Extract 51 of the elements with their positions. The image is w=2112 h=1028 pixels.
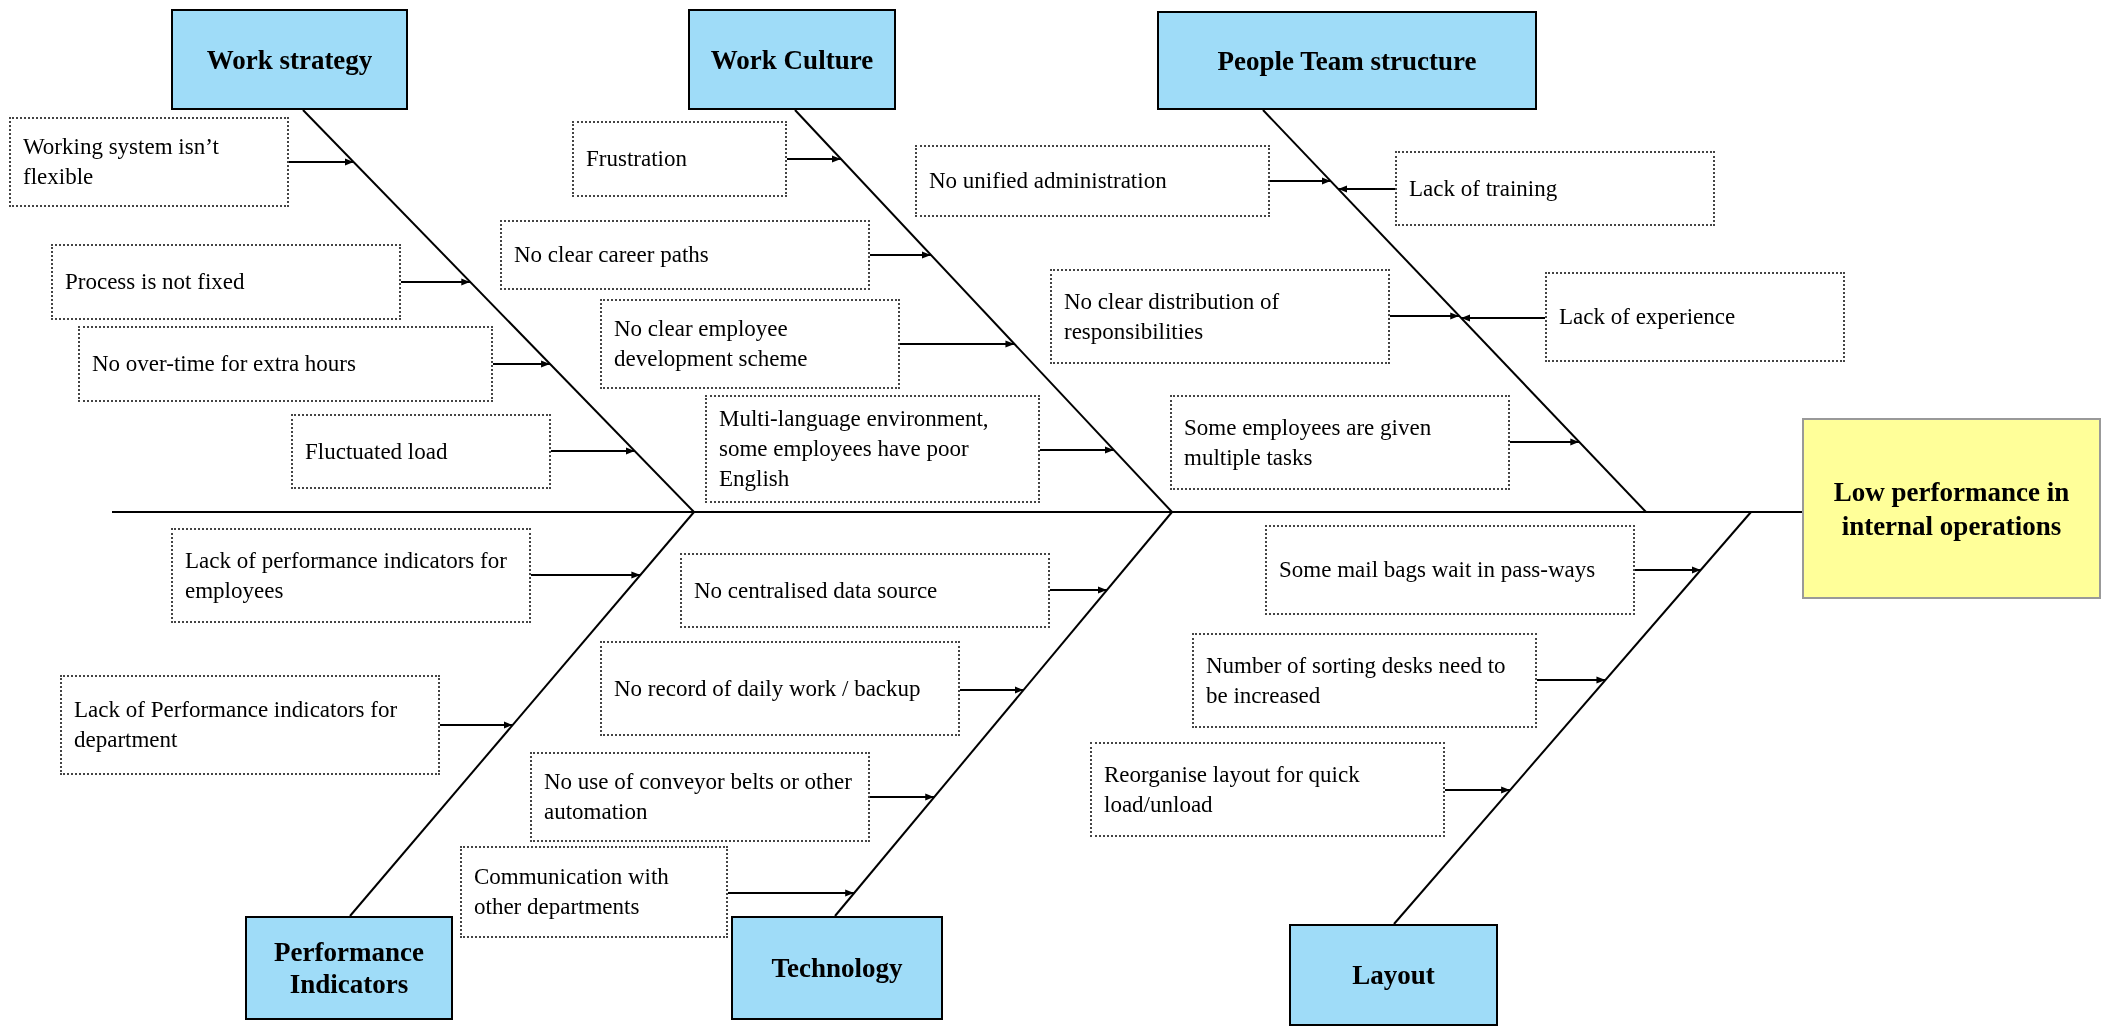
cause-box: No clear career paths [500,220,870,290]
arrow [1337,185,1396,193]
cause-box: Lack of training [1395,151,1715,226]
arrow [869,251,932,259]
arrow [1269,177,1332,185]
arrow [1536,676,1607,684]
cause-box: No use of conveyor belts or other automation [530,752,870,842]
cause-box: No record of daily work / backup [600,641,960,736]
cause-box: No centralised data source [680,553,1050,628]
category-box: Layout [1289,924,1498,1026]
cause-box: Some mail bags wait in pass-ways [1265,525,1635,615]
arrow [492,360,552,368]
arrow [869,793,936,801]
arrow [439,721,514,729]
arrow [786,155,842,163]
effect-box: Low performance in internal operations [1802,418,2101,599]
arrow [727,889,856,897]
cause-box: Reorganise layout for quick load/unload [1090,742,1445,837]
cause-box: No clear employee development scheme [600,299,900,389]
cause-box: Working system isn’t flexible [9,117,289,207]
cause-box: Some employees are given multiple tasks [1170,395,1510,490]
arrow [1389,312,1461,320]
cause-box: Lack of experience [1545,272,1845,362]
cause-box: Frustration [572,121,787,197]
cause-box: Lack of performance indicators for employees [171,528,531,623]
arrow [550,447,636,455]
category-box: Work strategy [171,9,408,110]
category-box: Work Culture [688,9,896,110]
cause-box: Multi-language environment, some employees have poor English [705,395,1040,503]
cause-box: Number of sorting desks need to be increased [1192,633,1537,728]
arrow [1509,438,1581,446]
arrow [899,340,1016,348]
arrow [959,686,1025,694]
cause-box: Process is not fixed [51,244,401,320]
arrow [288,158,355,166]
arrow [1460,314,1546,322]
arrow [1049,586,1108,594]
arrow [1444,786,1512,794]
cause-box: No unified administration [915,145,1270,217]
arrow [400,278,472,286]
category-box: Technology [731,916,943,1020]
cause-box: No clear distribution of responsibilities [1050,269,1390,364]
cause-box: Communication with other departments [460,846,728,938]
arrow [1634,566,1702,574]
cause-box: Lack of Performance indicators for department [60,675,440,775]
category-box: People Team structure [1157,11,1537,110]
cause-box: No over-time for extra hours [78,326,493,402]
category-box: Performance Indicators [245,916,453,1020]
spine-line [111,511,1803,513]
arrow [1039,446,1115,454]
arrow [530,571,642,579]
